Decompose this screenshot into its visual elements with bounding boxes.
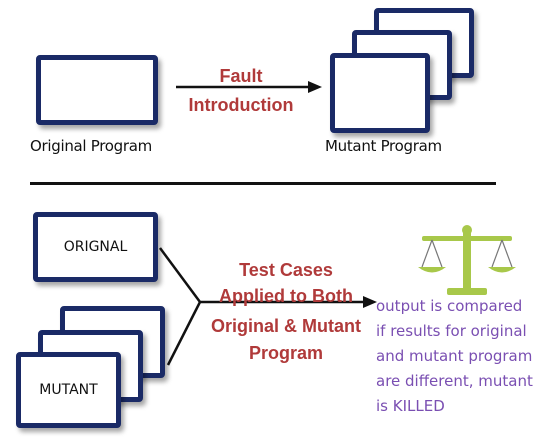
balance-scale-icon bbox=[418, 225, 516, 295]
result-line-3: and mutant program bbox=[376, 347, 533, 365]
mutant-program-label: Mutant Program bbox=[325, 137, 442, 155]
original-program-label: Original Program bbox=[30, 137, 152, 155]
applied-line1: Test Cases bbox=[239, 260, 333, 280]
result-line-4: are different, mutant bbox=[376, 372, 533, 390]
fault-label-line1: Fault bbox=[219, 66, 263, 86]
applied-line3: Original & Mutant bbox=[211, 316, 361, 336]
original-box-text: ORIGNAL bbox=[63, 239, 128, 255]
mutant-box-front: MUTANT bbox=[16, 352, 121, 428]
applied-line4: Program bbox=[248, 343, 324, 363]
fault-label-line2: Introduction bbox=[188, 95, 294, 115]
result-line-5: is KILLED bbox=[376, 397, 445, 415]
fault-arrow bbox=[176, 81, 322, 93]
mutant-stack-box-front bbox=[330, 53, 430, 133]
applied-line2: Applied to Both bbox=[219, 286, 353, 306]
original-program-box bbox=[36, 55, 158, 125]
mutant-box-text: MUTANT bbox=[39, 382, 98, 398]
result-line-2: if results for original bbox=[376, 322, 527, 340]
original-box: ORIGNAL bbox=[33, 212, 158, 282]
section-divider bbox=[30, 182, 496, 185]
result-line-1: output is compared bbox=[376, 297, 523, 315]
